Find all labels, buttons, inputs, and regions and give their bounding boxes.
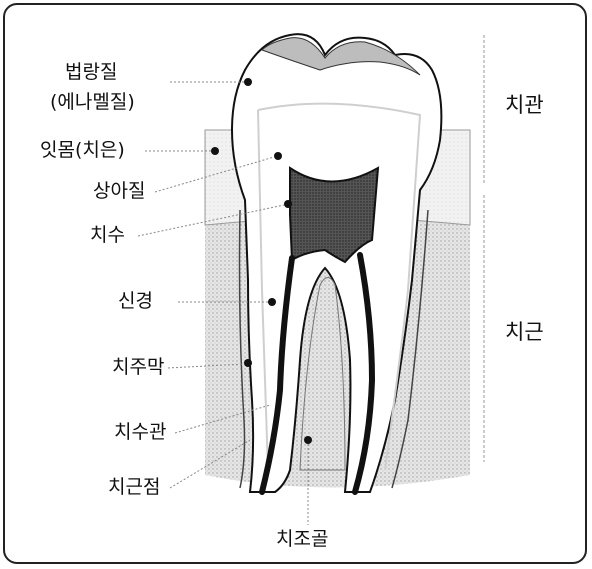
label-alveolar-bone: 치조골 (276, 530, 328, 549)
label-apex: 치근점 (108, 478, 160, 497)
region-crown-label: 치관 (505, 95, 544, 116)
label-periodontal-ligament: 치주막 (112, 358, 164, 377)
label-enamel-line2: (에나멜질) (50, 93, 135, 112)
region-root-label: 치근 (505, 322, 544, 343)
label-pulp: 치수 (90, 226, 125, 245)
label-dentin: 상아질 (93, 182, 145, 201)
label-root-canal: 치수관 (114, 423, 166, 442)
label-nerve: 신경 (118, 292, 153, 311)
label-enamel-line1: 법랑질 (65, 63, 117, 82)
label-gum: 잇몸(치은) (40, 141, 125, 160)
